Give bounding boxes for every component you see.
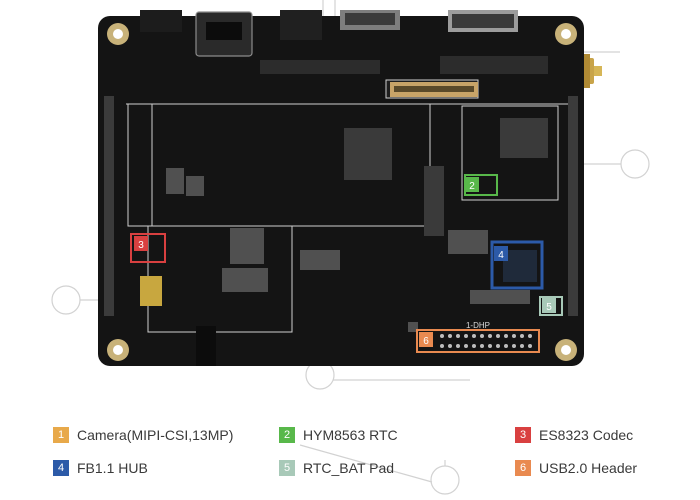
marker-rtc: 2 [464, 174, 498, 196]
top-connectors [140, 10, 518, 57]
mounting-holes [107, 23, 577, 361]
marker-hub: 4 [490, 240, 544, 290]
marker-rtc-bat-pad: 5 [539, 296, 563, 316]
components [140, 56, 548, 366]
marker-usb-header: 6 1-DHP [416, 321, 540, 353]
side-pin-headers [104, 96, 578, 316]
marker-codec: 3 [130, 233, 166, 263]
svg-text:6: 6 [423, 336, 429, 347]
svg-text:3: 3 [138, 240, 144, 251]
svg-text:2: 2 [469, 181, 475, 192]
camera-fpc-connector [390, 82, 478, 97]
svg-text:5: 5 [546, 302, 552, 313]
silkscreen-header-label: 1-DHP [466, 321, 490, 330]
svg-text:4: 4 [498, 250, 504, 261]
